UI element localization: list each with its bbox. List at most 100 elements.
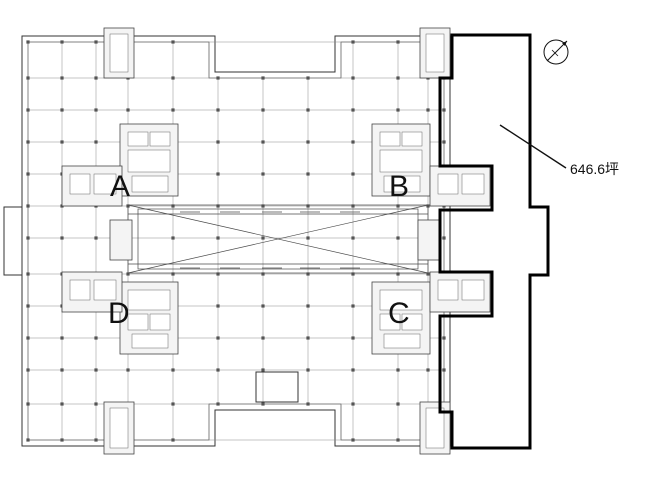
structural-column: [306, 140, 310, 144]
structural-column: [171, 108, 175, 112]
structural-column: [396, 40, 400, 44]
zone-label-c: C: [388, 297, 410, 330]
structural-column: [60, 236, 64, 240]
structural-column: [216, 76, 220, 80]
structural-column: [26, 204, 30, 208]
structural-column: [26, 108, 30, 112]
room-annotations: [180, 211, 360, 269]
structural-column: [351, 140, 355, 144]
structural-column: [306, 204, 310, 208]
structural-column: [306, 272, 310, 276]
structural-column: [94, 402, 98, 406]
structural-column: [171, 438, 175, 442]
structural-column: [442, 368, 446, 372]
structural-column: [306, 108, 310, 112]
structural-column: [171, 236, 175, 240]
structural-column: [351, 438, 355, 442]
structural-column: [306, 76, 310, 80]
structural-column: [126, 368, 130, 372]
structural-column: [94, 336, 98, 340]
building-outline: [21, 35, 451, 447]
structural-column: [171, 402, 175, 406]
structural-column: [396, 368, 400, 372]
structural-column: [426, 272, 430, 276]
structural-column: [216, 304, 220, 308]
inner-perimeter: [27, 41, 445, 441]
structural-column: [94, 236, 98, 240]
stair-ne: [419, 27, 451, 79]
structural-column: [261, 272, 265, 276]
core-d: [61, 271, 179, 355]
core-b: [371, 123, 491, 207]
structural-column: [60, 140, 64, 144]
structural-column: [442, 336, 446, 340]
structural-column: [26, 336, 30, 340]
structural-column: [261, 304, 265, 308]
structural-column: [26, 368, 30, 372]
north-arrow-icon: [543, 39, 569, 65]
structural-column: [216, 402, 220, 406]
structural-column: [26, 402, 30, 406]
structural-column: [261, 172, 265, 176]
structural-column: [26, 304, 30, 308]
structural-column: [216, 172, 220, 176]
structural-column: [351, 304, 355, 308]
structural-column: [396, 204, 400, 208]
leased-area-outline[interactable]: [438, 33, 550, 450]
structural-column: [94, 140, 98, 144]
zone-label-b: B: [389, 170, 409, 203]
structural-column: [26, 438, 30, 442]
structural-column: [126, 272, 130, 276]
structural-column: [171, 40, 175, 44]
structural-column: [60, 76, 64, 80]
structural-column: [306, 172, 310, 176]
structural-column: [426, 108, 430, 112]
void-panel-east: [417, 219, 441, 261]
structural-column: [261, 368, 265, 372]
structural-column: [60, 108, 64, 112]
structural-column: [306, 304, 310, 308]
structural-column: [261, 108, 265, 112]
structural-column: [126, 108, 130, 112]
structural-column: [216, 204, 220, 208]
structural-grid: [26, 40, 446, 442]
structural-column: [171, 272, 175, 276]
structural-column: [426, 368, 430, 372]
zone-label-a: A: [110, 170, 130, 203]
structural-column: [216, 236, 220, 240]
structural-column: [216, 336, 220, 340]
structural-column: [306, 402, 310, 406]
structural-column: [351, 236, 355, 240]
bottom-room: [255, 371, 299, 403]
structural-column: [442, 140, 446, 144]
stair-sw: [103, 401, 135, 455]
structural-column: [216, 272, 220, 276]
structural-column: [396, 236, 400, 240]
core-a: [61, 123, 179, 207]
stair-se: [419, 401, 451, 455]
structural-column: [261, 402, 265, 406]
structural-column: [261, 336, 265, 340]
area-leader-line: [499, 124, 567, 169]
structural-column: [351, 172, 355, 176]
structural-column: [94, 108, 98, 112]
structural-column: [351, 368, 355, 372]
structural-column: [396, 108, 400, 112]
structural-column: [26, 272, 30, 276]
structural-column: [351, 108, 355, 112]
structural-column: [171, 368, 175, 372]
structural-column: [60, 336, 64, 340]
structural-column: [351, 272, 355, 276]
structural-column: [261, 140, 265, 144]
structural-column: [94, 368, 98, 372]
structural-column: [94, 76, 98, 80]
structural-column: [442, 236, 446, 240]
stair-nw: [103, 27, 135, 79]
structural-column: [396, 438, 400, 442]
structural-column: [60, 402, 64, 406]
structural-column: [306, 368, 310, 372]
structural-column: [306, 236, 310, 240]
structural-column: [351, 40, 355, 44]
structural-column: [94, 40, 98, 44]
